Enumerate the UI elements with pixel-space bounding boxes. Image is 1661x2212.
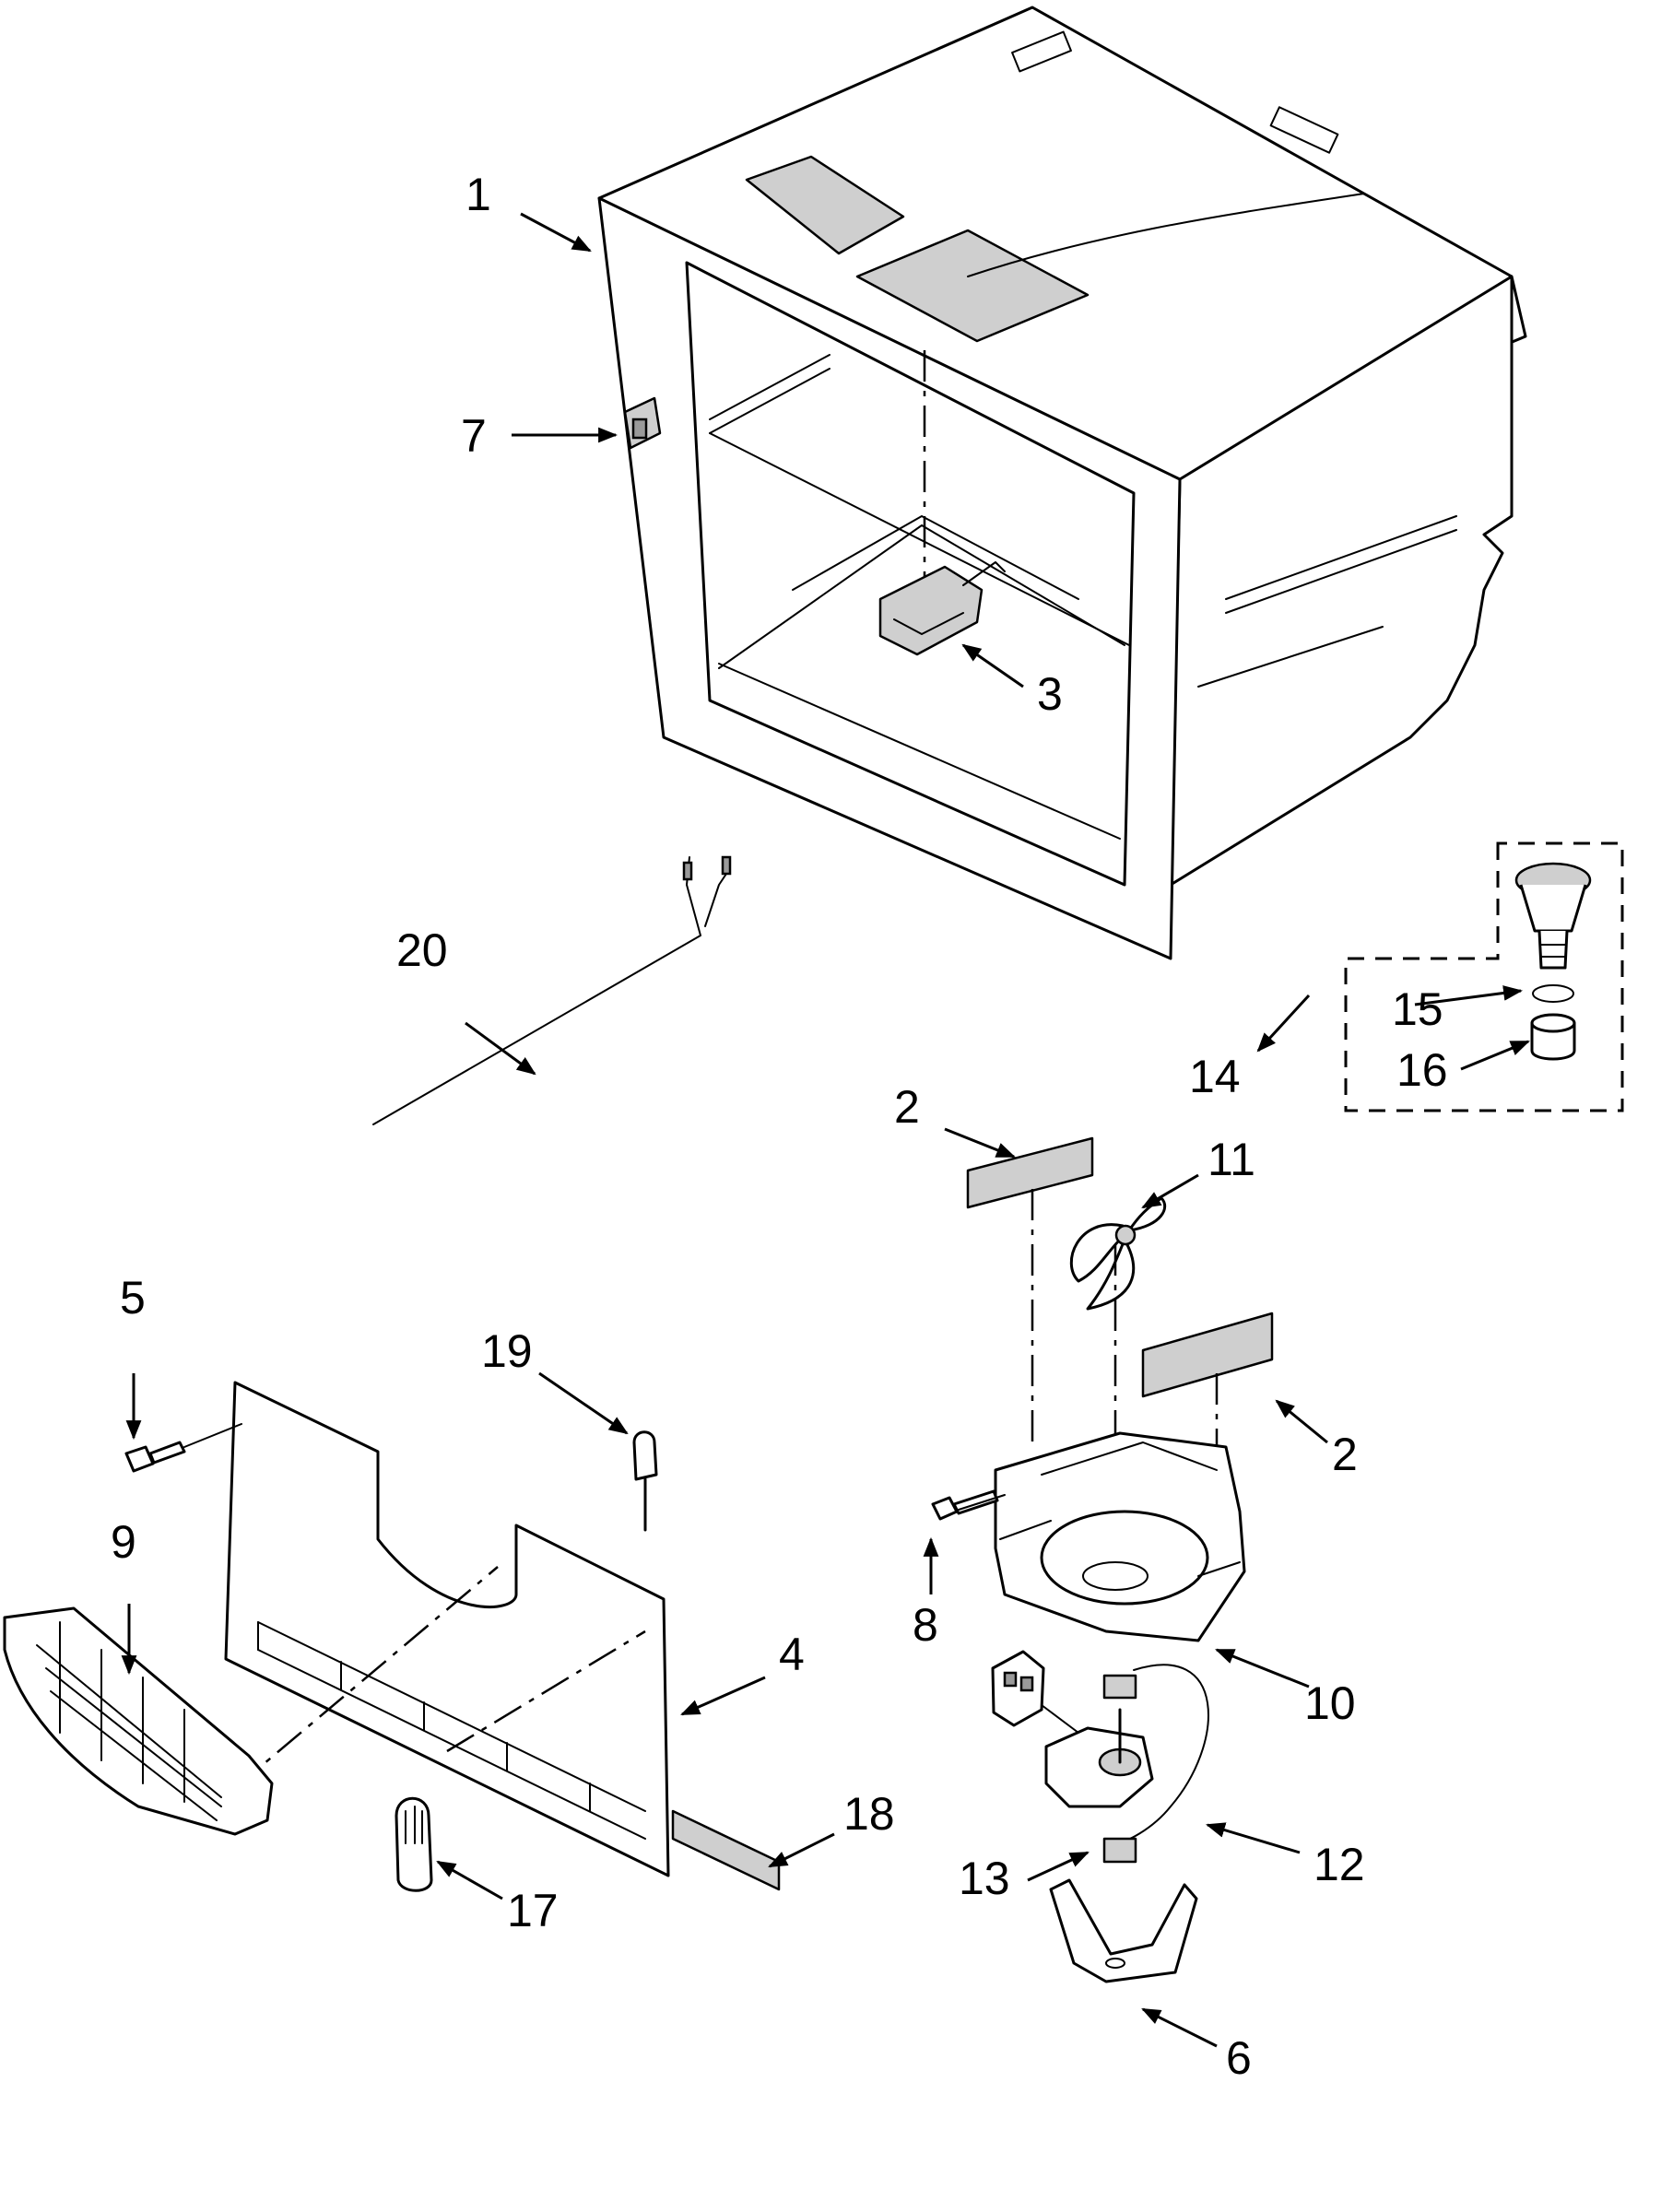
callout-labels: 1 7 3 20 14 15 16 2 11 2 10 8 5 9 19 4 1…	[111, 169, 1448, 2084]
callout-18: 18	[843, 1788, 895, 1840]
callout-2-upper: 2	[894, 1081, 920, 1133]
callout-6: 6	[1226, 2032, 1252, 2084]
evaporator-cover-part-4	[224, 1381, 670, 1877]
callout-5: 5	[120, 1272, 146, 1324]
callout-8: 8	[913, 1599, 938, 1651]
callout-16: 16	[1396, 1044, 1448, 1096]
freezer-liner-part-1	[597, 6, 1527, 960]
screw-part-8	[931, 1489, 1006, 1521]
o-ring-part-15	[1532, 984, 1574, 1003]
fan-shroud-part-10	[994, 1431, 1246, 1642]
insulation-strip-part-2-upper	[966, 1136, 1094, 1442]
callout-9: 9	[111, 1516, 136, 1568]
clip-part-17	[395, 1796, 433, 1892]
motor-bracket-part-6	[1049, 1878, 1198, 1983]
front-grille-part-9	[3, 1606, 274, 1836]
foam-strip-part-18	[671, 1809, 781, 1891]
thermistor-part-19	[632, 1430, 658, 1532]
callout-3: 3	[1037, 668, 1063, 720]
leader-arrows	[121, 212, 1530, 2048]
callout-2-lower: 2	[1332, 1429, 1358, 1480]
sensor-wire-part-20	[372, 855, 732, 1125]
callout-14: 14	[1189, 1051, 1241, 1102]
motor-harness-part-12	[991, 1650, 1209, 1844]
screw-part-5	[124, 1423, 242, 1473]
switch-part-7	[623, 396, 662, 450]
callout-19: 19	[481, 1325, 533, 1377]
fan-motor-part-13	[1044, 1674, 1154, 1864]
callout-4: 4	[779, 1629, 805, 1680]
callout-12: 12	[1313, 1839, 1365, 1890]
callout-17: 17	[507, 1885, 559, 1936]
callout-1: 1	[465, 169, 491, 220]
callout-15: 15	[1392, 983, 1443, 1035]
drain-plug-part-16	[1530, 1013, 1576, 1061]
callout-11: 11	[1207, 1134, 1255, 1185]
damper-control-part-3	[878, 561, 1006, 656]
drain-assembly-part-14	[1344, 841, 1624, 1112]
callout-20: 20	[396, 924, 448, 976]
callout-10: 10	[1304, 1677, 1356, 1729]
callout-7: 7	[461, 410, 487, 462]
callout-13: 13	[959, 1853, 1010, 1904]
